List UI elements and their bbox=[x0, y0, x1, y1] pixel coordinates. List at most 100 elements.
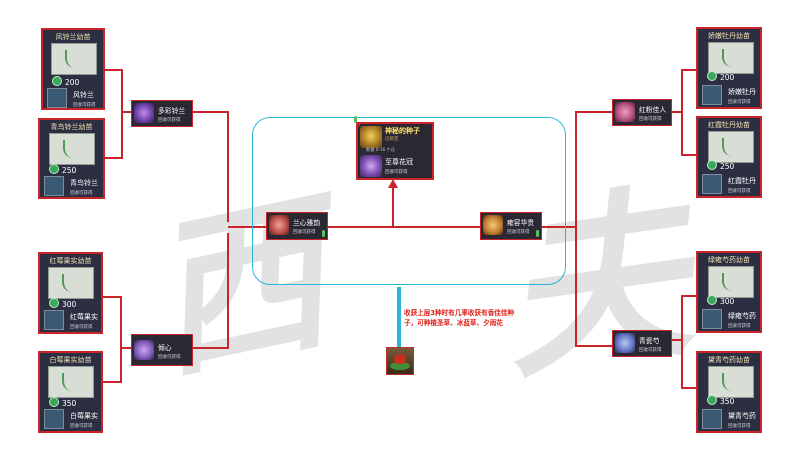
seedling-card[interactable]: 红霞牡丹幼苗 250 红霞牡丹 回收可获得 bbox=[696, 116, 762, 198]
seedling-card[interactable]: 黛青芍药幼苗 350 黛青芍药 回收可获得 bbox=[696, 351, 762, 433]
bouquet-name: 倾心 bbox=[158, 344, 172, 352]
flower-sub: 回收可获得 bbox=[70, 325, 93, 330]
coin-icon bbox=[707, 295, 717, 305]
crown-sub: 回收可获得 bbox=[385, 170, 408, 175]
synthesis-panel bbox=[252, 117, 566, 285]
flower-icon bbox=[44, 409, 64, 429]
coin-icon bbox=[707, 160, 717, 170]
seedling-icon bbox=[51, 43, 97, 75]
bouquet-icon bbox=[134, 103, 154, 123]
seed-pile-icon[interactable] bbox=[386, 347, 414, 375]
seedling-title: 绿雍芍药幼苗 bbox=[708, 256, 750, 264]
seedling-cost: 200 bbox=[707, 71, 734, 82]
arrangement-sub: 回收可获得 bbox=[507, 230, 530, 235]
crown-name: 至尊花冠 bbox=[385, 158, 413, 166]
connector-pole bbox=[397, 287, 401, 349]
flower-sub: 回收可获得 bbox=[70, 191, 93, 196]
bouquet-sub: 回收可获得 bbox=[639, 117, 662, 122]
seedling-cost: 250 bbox=[707, 160, 734, 171]
flower-sub: 回收可获得 bbox=[728, 324, 751, 329]
green-tip-icon bbox=[354, 116, 357, 123]
bouquet-name: 多彩铃兰 bbox=[158, 107, 186, 115]
seedling-icon bbox=[708, 131, 754, 163]
arrangement-name: 兰心雅韵 bbox=[293, 219, 321, 227]
top-reward-type: 已绑定 bbox=[385, 137, 399, 142]
bouquet-sub: 回收可获得 bbox=[158, 118, 181, 123]
seedling-title: 娇嫩牡丹幼苗 bbox=[708, 32, 750, 40]
bouquet-name: 青瓷芍 bbox=[639, 337, 660, 345]
flower-icon bbox=[702, 174, 722, 194]
arrangement-icon bbox=[483, 215, 503, 235]
flower-sub: 回收可获得 bbox=[728, 189, 751, 194]
seedling-card[interactable]: 娇嫩牡丹幼苗 200 娇嫩牡丹 回收可获得 bbox=[696, 27, 762, 109]
seedling-title: 红霞牡丹幼苗 bbox=[708, 121, 750, 129]
bouquet-icon bbox=[615, 102, 635, 122]
seedling-icon bbox=[708, 42, 754, 74]
coin-icon bbox=[49, 397, 59, 407]
seedling-cost: 250 bbox=[49, 164, 76, 175]
seedling-card[interactable]: 绿雍芍药幼苗 300 绿雍芍药 回收可获得 bbox=[696, 251, 762, 333]
flower-icon bbox=[702, 309, 722, 329]
bouquet-sub: 回收可获得 bbox=[639, 348, 662, 353]
seedling-icon bbox=[49, 133, 95, 165]
mystery-seed-icon bbox=[360, 126, 382, 148]
flower-sub: 回收可获得 bbox=[728, 100, 751, 105]
seedling-cost: 300 bbox=[707, 295, 734, 306]
seedling-cost: 300 bbox=[49, 298, 76, 309]
arrangement-node[interactable]: 兰心雅韵 回收可获得 bbox=[266, 212, 328, 240]
seedling-icon bbox=[48, 366, 94, 398]
bouquet-name: 红粉佳人 bbox=[639, 106, 667, 114]
arrangement-icon bbox=[269, 215, 289, 235]
flower-sub: 回收可获得 bbox=[728, 424, 751, 429]
bouquet-sub: 回收可获得 bbox=[158, 355, 181, 360]
bouquet-node[interactable]: 倾心 回收可获得 bbox=[131, 334, 193, 366]
flower-name: 风铃兰 bbox=[73, 91, 94, 99]
coin-icon bbox=[707, 395, 717, 405]
seedling-title: 红莓果实幼苗 bbox=[49, 257, 92, 265]
bouquet-node[interactable]: 青瓷芍 回收可获得 bbox=[612, 330, 672, 357]
top-reward-line: 数量 0-16 个月 bbox=[366, 147, 395, 152]
harvest-note: 收获上层3种时有几率收获有香佳佳种子，可种植圣草、冰蓝草、夕雨花 bbox=[404, 309, 515, 327]
flower-name: 黛青芍药 bbox=[728, 412, 756, 420]
coin-icon bbox=[52, 76, 62, 86]
flower-icon bbox=[702, 85, 722, 105]
coin-icon bbox=[707, 71, 717, 81]
seedling-card[interactable]: 青鸟铃兰幼苗 250 青鸟铃兰 回收可获得 bbox=[38, 118, 105, 199]
seedling-title: 黛青芍药幼苗 bbox=[708, 356, 750, 364]
arrangement-node[interactable]: 雍容华贵 回收可获得 bbox=[480, 212, 542, 240]
seedling-cost: 200 bbox=[52, 76, 79, 87]
flower-name: 白莓果实 bbox=[70, 412, 98, 420]
flower-icon bbox=[702, 409, 722, 429]
seedling-card[interactable]: 白莓果实幼苗 350 白莓果实 回收可获得 bbox=[38, 351, 103, 433]
seedling-card[interactable]: 风铃兰幼苗 200 风铃兰 回收可获得 bbox=[41, 28, 105, 110]
green-tip-icon bbox=[536, 230, 539, 237]
flower-name: 绿雍芍药 bbox=[728, 312, 756, 320]
bouquet-node[interactable]: 红粉佳人 回收可获得 bbox=[612, 99, 672, 126]
seedling-title: 风铃兰幼苗 bbox=[55, 33, 91, 41]
flower-icon bbox=[44, 310, 64, 330]
seedling-icon bbox=[708, 366, 754, 398]
bouquet-node[interactable]: 多彩铃兰 回收可获得 bbox=[131, 100, 193, 127]
flower-icon bbox=[44, 176, 64, 196]
flower-name: 红霞牡丹 bbox=[728, 177, 756, 185]
flower-name: 娇嫩牡丹 bbox=[728, 88, 756, 96]
coin-icon bbox=[49, 164, 59, 174]
crown-icon bbox=[360, 155, 382, 177]
arrangement-sub: 回收可获得 bbox=[293, 230, 316, 235]
coin-icon bbox=[49, 298, 59, 308]
top-reward-card[interactable]: 神秘的种子 已绑定 数量 0-16 个月 至尊花冠 回收可获得 bbox=[354, 116, 434, 180]
flower-name: 红莓果实 bbox=[70, 313, 98, 321]
bouquet-icon bbox=[134, 340, 154, 360]
bouquet-icon bbox=[615, 333, 635, 353]
flower-sub: 回收可获得 bbox=[73, 103, 96, 108]
green-tip-icon bbox=[322, 230, 325, 237]
flower-sub: 回收可获得 bbox=[70, 424, 93, 429]
arrangement-name: 雍容华贵 bbox=[507, 219, 535, 227]
seedling-title: 白莓果实幼苗 bbox=[49, 356, 92, 364]
flower-name: 青鸟铃兰 bbox=[70, 179, 98, 187]
flower-icon bbox=[47, 88, 67, 108]
seedling-cost: 350 bbox=[49, 397, 76, 408]
seedling-card[interactable]: 红莓果实幼苗 300 红莓果实 回收可获得 bbox=[38, 252, 103, 334]
top-reward-name: 神秘的种子 bbox=[385, 127, 420, 135]
